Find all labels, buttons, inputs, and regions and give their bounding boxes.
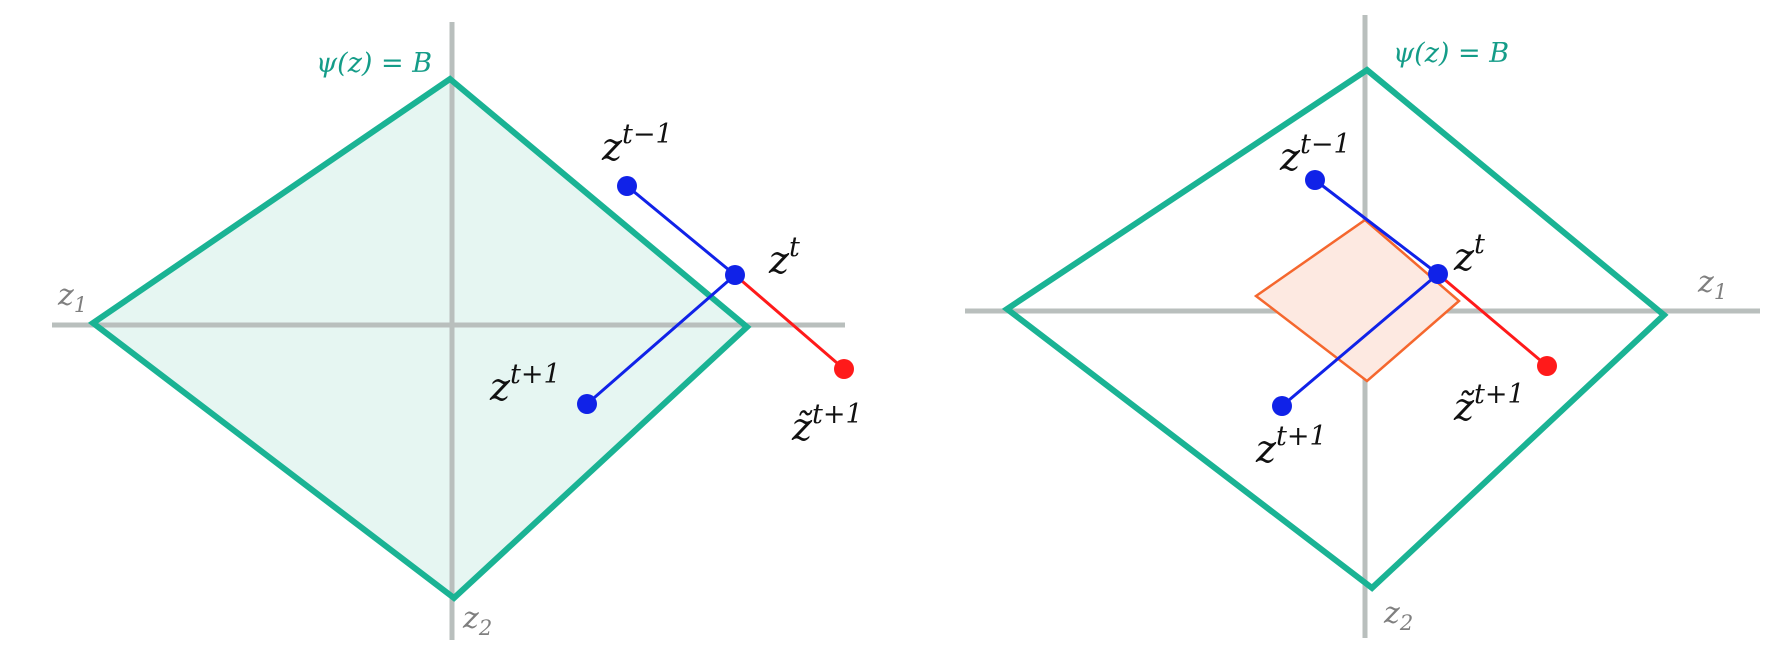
left-label-curr: zt — [768, 232, 800, 282]
left-point-tilde — [834, 359, 854, 379]
right-local-region — [1253, 218, 1461, 383]
right-axis-h-label: z1 — [1697, 265, 1727, 304]
left-panel: ψ(z) = B z1 z2 zt−1 zt zt+1 z̃t+1 — [52, 22, 863, 640]
left-line-curr-to-next — [586, 273, 736, 406]
right-panel: ψ(z) = B z1 z2 zt−1 zt zt+1 z̃t+1 — [965, 15, 1760, 638]
right-constraint-boundary — [1001, 66, 1669, 592]
left-label-tilde: z̃t+1 — [791, 399, 863, 449]
right-label-curr: zt — [1453, 229, 1485, 279]
left-point-next — [577, 394, 597, 414]
right-point-next — [1272, 396, 1292, 416]
right-label-next: zt+1 — [1255, 421, 1327, 471]
left-line-prev-to-curr — [626, 184, 736, 277]
left-axis-h-label: z1 — [57, 278, 87, 317]
right-point-tilde — [1537, 356, 1557, 376]
right-point-prev — [1305, 170, 1325, 190]
left-constraint-boundary — [87, 75, 752, 602]
left-axis-v-label: z2 — [462, 601, 492, 640]
right-label-tilde: z̃t+1 — [1453, 379, 1525, 429]
left-label-next: zt+1 — [489, 359, 561, 409]
right-line-prev-to-curr — [1314, 178, 1439, 276]
right-point-curr — [1428, 264, 1448, 284]
right-axis-v-label: z2 — [1383, 596, 1413, 635]
left-label-prev: zt−1 — [601, 119, 673, 169]
right-line-curr-to-tilde — [1437, 272, 1548, 368]
left-point-prev — [617, 176, 637, 196]
right-constraint-label: ψ(z) = B — [1393, 38, 1509, 69]
left-point-curr — [725, 265, 745, 285]
right-label-prev: zt−1 — [1279, 129, 1351, 179]
left-constraint-label: ψ(z) = B — [316, 48, 432, 79]
left-constraint-region — [93, 79, 747, 598]
right-line-curr-to-next — [1281, 272, 1439, 408]
left-line-curr-to-tilde — [734, 273, 845, 371]
